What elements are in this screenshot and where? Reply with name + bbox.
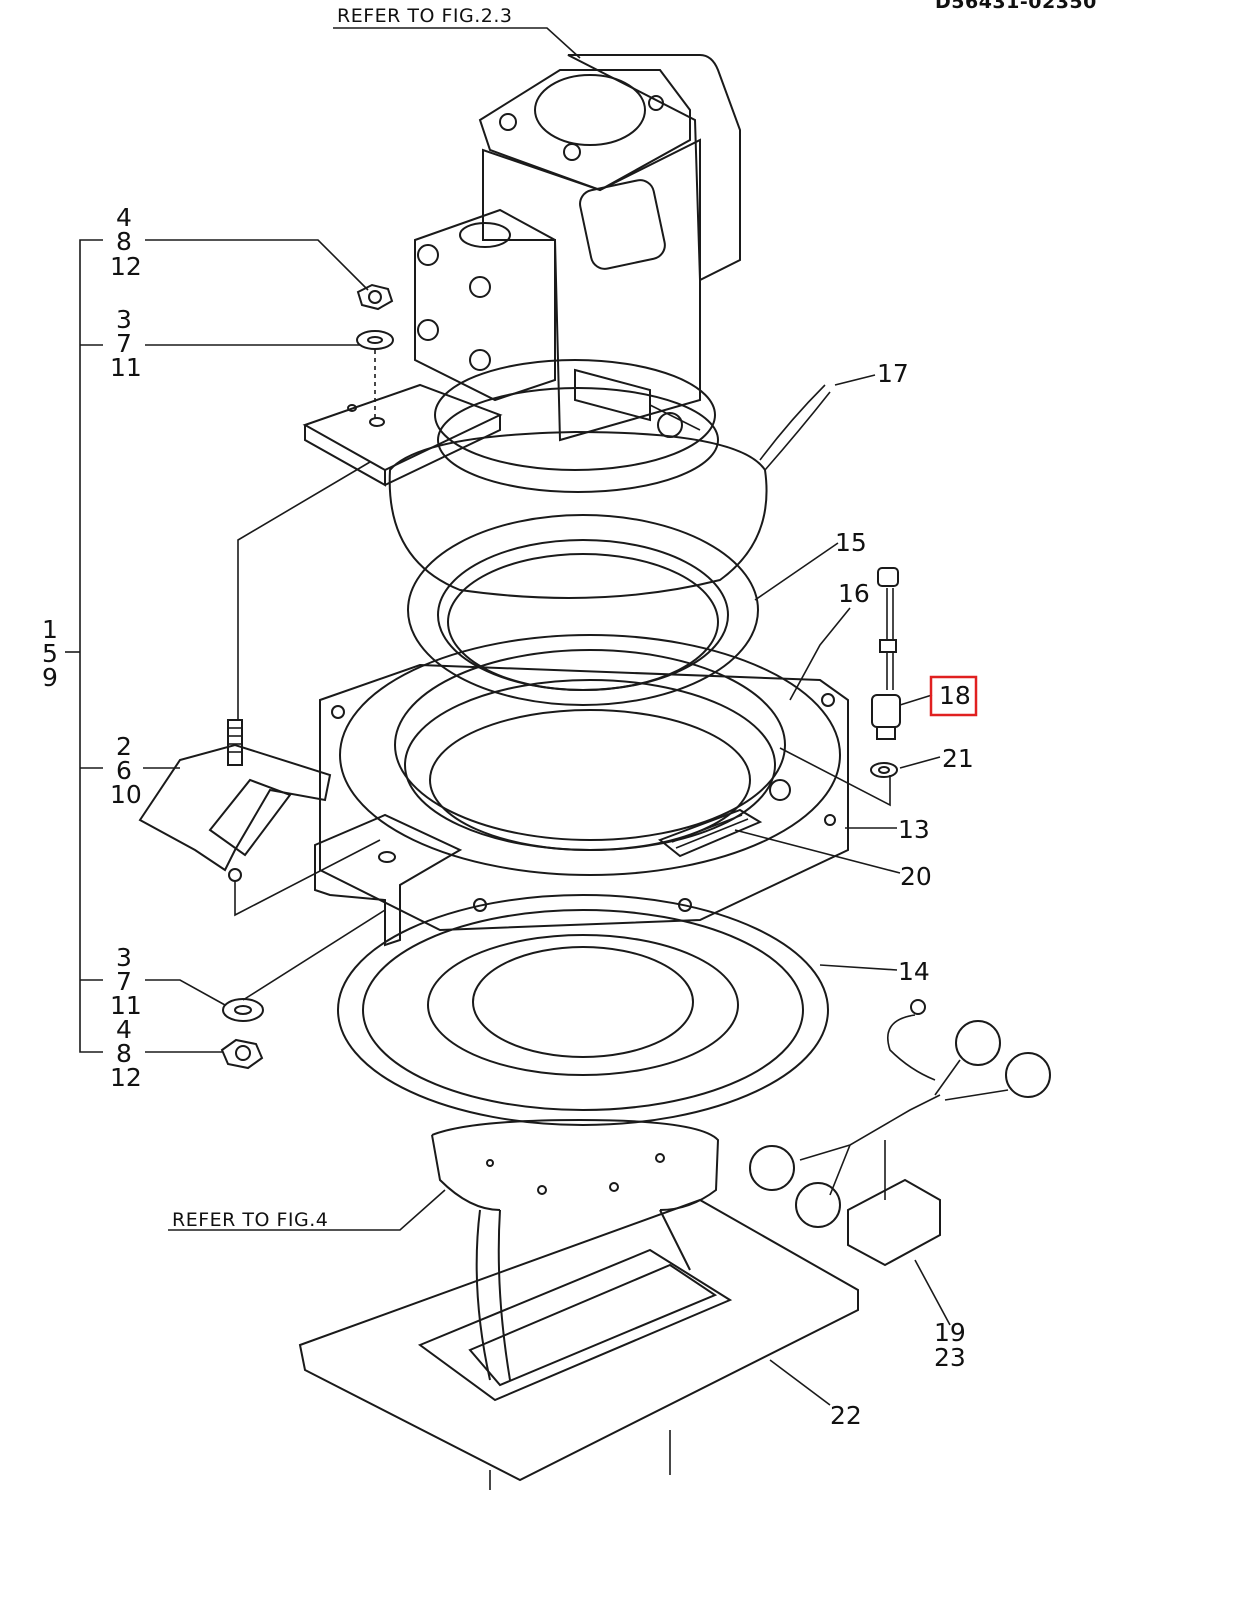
callout-3-bottom: 3 xyxy=(116,943,132,972)
callout-17: 17 xyxy=(877,359,909,388)
callout-21: 21 xyxy=(942,744,974,773)
callout-18-highlight-box xyxy=(929,675,978,717)
washer-bottom xyxy=(222,998,264,1022)
callout-4-bottom: 4 xyxy=(116,1015,132,1044)
callout-1: 1 xyxy=(42,615,58,644)
washer-top xyxy=(356,330,394,418)
refer-fig-2-3-label: REFER TO FIG.2.3 xyxy=(337,5,513,27)
callout-8-bottom: 8 xyxy=(116,1039,132,1068)
upper-housing xyxy=(414,54,741,493)
callout-12-bottom: 12 xyxy=(110,1063,142,1092)
callout-5: 5 xyxy=(42,639,58,668)
rubber-mount xyxy=(138,719,332,882)
callout-15: 15 xyxy=(835,528,867,557)
callout-4-top: 4 xyxy=(116,203,132,232)
callout-20: 20 xyxy=(900,862,932,891)
wire-harness-19 xyxy=(749,999,1051,1267)
callout-13: 13 xyxy=(898,815,930,844)
callout-8-top: 8 xyxy=(116,227,132,256)
pressure-sender-18 xyxy=(871,567,901,740)
callout-10: 10 xyxy=(110,780,142,809)
washer-21 xyxy=(870,762,898,778)
base-plate-22 xyxy=(298,1198,859,1490)
leader-lines xyxy=(143,239,951,1406)
callout-12-top: 12 xyxy=(110,252,142,281)
gasket-14 xyxy=(337,894,829,1126)
refer-fig-4-label: REFER TO FIG.4 xyxy=(172,1209,328,1231)
ring-15 xyxy=(407,514,759,706)
group-bracket-lines xyxy=(65,239,103,1053)
seal-ring-17 xyxy=(388,384,831,599)
hex-nut-bottom xyxy=(220,1038,264,1070)
lower-column xyxy=(431,1118,720,1381)
mount-bracket-upper xyxy=(302,383,503,487)
callout-7-top: 7 xyxy=(116,329,132,358)
callout-22: 22 xyxy=(830,1401,862,1430)
callout-9: 9 xyxy=(42,663,58,692)
base-flange-13 xyxy=(314,634,849,947)
callout-16: 16 xyxy=(838,579,870,608)
callout-23: 23 xyxy=(934,1343,966,1372)
refer-fig-4-note: REFER TO FIG.4 xyxy=(168,1189,446,1231)
callout-11-bottom: 11 xyxy=(110,991,142,1020)
refer-fig-2-3-note: REFER TO FIG.2.3 xyxy=(333,5,581,59)
drawing-code: D56431-02350 xyxy=(935,0,1097,13)
callout-6: 6 xyxy=(116,756,132,785)
callout-18: 18 xyxy=(939,681,971,710)
callout-19: 19 xyxy=(934,1318,966,1347)
callout-14: 14 xyxy=(898,957,930,986)
callout-11-top: 11 xyxy=(110,353,142,382)
callout-labels: 4 8 12 3 7 11 1 5 9 2 6 10 3 7 11 4 8 12… xyxy=(42,203,978,1430)
callout-2: 2 xyxy=(116,732,132,761)
callout-3-top: 3 xyxy=(116,305,132,334)
hex-nut-top xyxy=(356,283,394,311)
callout-7-bottom: 7 xyxy=(116,967,132,996)
